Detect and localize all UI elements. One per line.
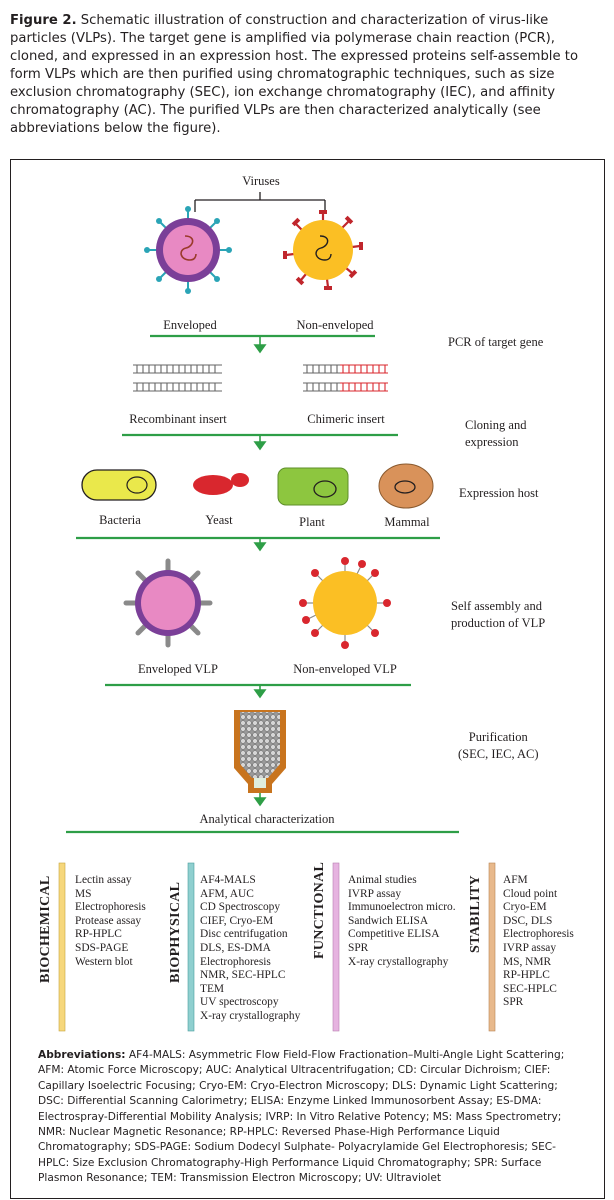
functional-title: FUNCTIONAL [312,861,327,959]
list-item: NMR, SEC-HPLC [200,969,286,982]
plant-cell [277,467,349,506]
biophysical-title: BIOPHYSICAL [168,881,183,983]
mammal-label: Mammal [384,515,430,529]
enveloped-virus [144,206,232,294]
list-item: AFM [503,874,528,886]
list-item: SPR [503,996,524,1009]
list-item: UV spectroscopy [200,996,279,1009]
stage-cloning: Cloning and expression [465,417,526,451]
stability-bar [488,862,496,1032]
stage-assembly-line1: Self assembly and [451,599,542,613]
stage-pcr: PCR of target gene [448,335,544,349]
list-item: DSC, DLS [503,914,553,927]
plant-label: Plant [299,515,325,529]
viruses-bracket [194,192,326,212]
list-item: CIEF, Cryo-EM [200,914,274,927]
purification-column [234,710,286,793]
non-enveloped-vlp-label: Non-enveloped VLP [293,662,397,676]
stability-list: AFM Cloud point Cryo-EM DSC, DLS Electro… [503,874,574,1010]
list-item: RP-HPLC [503,969,550,982]
non-enveloped-label: Non-enveloped [296,318,374,332]
stage-purification-line1: Purification [468,730,528,744]
yeast-label: Yeast [205,513,233,527]
abbreviations: Abbreviations: AF4-MALS: Asymmetric Flow… [38,1048,586,1187]
stage-cloning-line2: expression [465,435,519,449]
chimeric-insert [303,364,388,392]
non-enveloped-virus [283,210,363,290]
list-item: AFM, AUC [200,887,254,900]
list-item: SEC-HPLC [503,982,557,995]
stage-purification-line2: (SEC, IEC, AC) [458,747,539,761]
diagram-frame [10,159,605,1199]
stability-title: STABILITY [468,875,483,953]
list-item: TEM [200,982,225,995]
list-item: SDS-PAGE [75,941,129,954]
list-item: Electrophoresis [75,901,146,914]
list-item: SPR [348,941,369,954]
recombinant-insert-label: Recombinant insert [129,412,227,426]
enveloped-vlp-label: Enveloped VLP [138,662,218,676]
stage-assembly: Self assembly and production of VLP [451,598,545,632]
bacteria-label: Bacteria [99,513,141,527]
biochemical-list: Lectin assay MS Electrophoresis Protease… [75,874,146,969]
list-item: X-ray crystallography [348,955,449,968]
bacteria-cell [81,469,157,501]
stage-purification: Purification (SEC, IEC, AC) [458,729,539,763]
yeast-cell [193,473,249,495]
list-item: MS, NMR [503,955,552,968]
list-item: Electrophoresis [200,955,271,968]
list-item: Immunoelectron micro. [348,901,456,914]
list-item: CD Spectroscopy [200,901,281,914]
list-item: RP-HPLC [75,928,122,941]
functional-list: Animal studies IVRP assay Immunoelectron… [348,874,456,969]
list-item: Cryo-EM [503,901,547,914]
biochemical-title: BIOCHEMICAL [38,875,53,983]
list-item: IVRP assay [503,941,557,954]
enveloped-vlp [123,558,213,648]
enveloped-label: Enveloped [163,318,217,332]
analytical-characterization-label: Analytical characterization [199,812,335,826]
recombinant-insert [133,364,222,392]
biophysical-list: AF4-MALS AFM, AUC CD Spectroscopy CIEF, … [200,874,300,1024]
list-item: DLS, ES-DMA [200,941,271,954]
list-item: Electrophoresis [503,928,574,941]
biophysical-bar [187,862,195,1032]
abbreviations-text: AF4-MALS: Asymmetric Flow Field-Flow Fra… [38,1049,565,1185]
mammal-cell [378,463,434,509]
biochemical-bar [58,862,66,1032]
stage-cloning-line1: Cloning and [465,418,527,432]
functional-bar [332,862,340,1032]
list-item: Protease assay [75,914,142,927]
figure-caption: Figure 2. Schematic illustration of cons… [10,12,606,138]
list-item: Cloud point [503,887,558,900]
list-item: Western blot [75,955,133,968]
viruses-label: Viruses [242,174,280,188]
stage-assembly-line2: production of VLP [451,616,546,630]
list-item: MS [75,887,92,900]
list-item: Disc centrifugation [200,928,288,941]
stage-lines [66,334,459,834]
list-item: Animal studies [348,874,417,886]
list-item: AF4-MALS [200,874,256,886]
stage-expression-host: Expression host [459,486,539,500]
list-item: IVRP assay [348,887,402,900]
list-item: X-ray crystallography [200,1009,301,1022]
caption-label: Figure 2. [10,13,77,28]
chimeric-insert-label: Chimeric insert [307,412,385,426]
list-item: Sandwich ELISA [348,914,429,927]
caption-text: Schematic illustration of construction a… [10,13,579,136]
list-item: Lectin assay [75,874,132,886]
abbreviations-label: Abbreviations: [38,1049,126,1061]
list-item: Competitive ELISA [348,928,440,941]
stage-arrows [253,337,267,807]
non-enveloped-vlp [299,557,391,649]
